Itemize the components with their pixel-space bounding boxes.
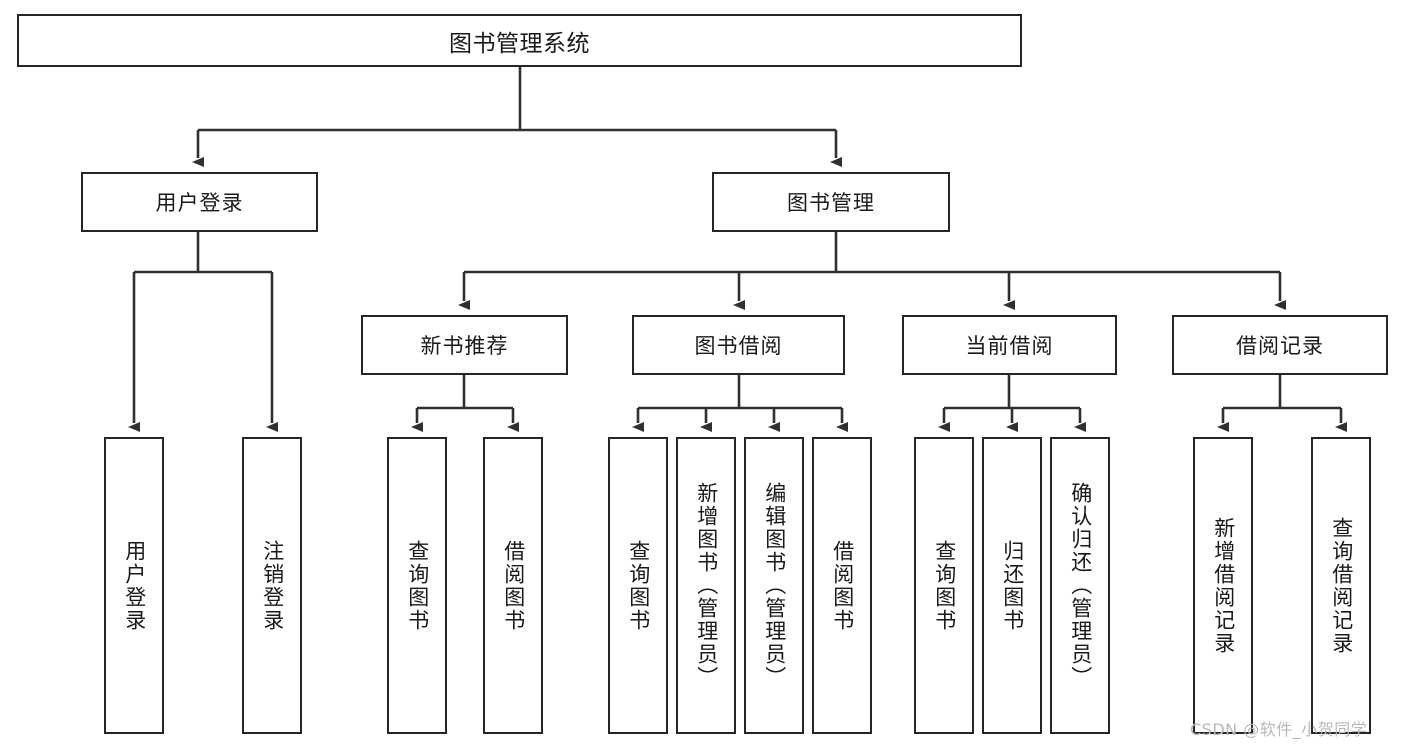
node-label: 查询借阅记录 — [1329, 516, 1354, 655]
node-label: 借阅图书 — [501, 539, 526, 632]
node-label: 查询图书 — [932, 539, 957, 632]
node-leaf-query-borrow-record[interactable]: 查询借阅记录 — [1311, 437, 1371, 734]
node-label: 图书管理系统 — [449, 30, 590, 57]
node-root-book-management-system[interactable]: 图书管理系统 — [17, 14, 1022, 67]
node-label: 用户登录 — [122, 539, 147, 632]
node-book-borrow[interactable]: 图书借阅 — [632, 315, 845, 375]
node-label: 借阅记录 — [1236, 334, 1324, 358]
node-label: 确认归还（管理员） — [1068, 482, 1093, 689]
node-borrow-record[interactable]: 借阅记录 — [1172, 315, 1388, 375]
node-label: 查询图书 — [626, 539, 651, 632]
node-label: 借阅图书 — [830, 539, 855, 632]
node-label: 图书管理 — [787, 191, 875, 215]
node-leaf-return-book[interactable]: 归还图书 — [982, 437, 1042, 734]
node-leaf-add-borrow-record[interactable]: 新增借阅记录 — [1193, 437, 1253, 734]
node-leaf-add-book-admin[interactable]: 新增图书（管理员） — [676, 437, 736, 734]
node-label: 新增借阅记录 — [1211, 516, 1236, 655]
node-label: 注销登录 — [260, 539, 285, 632]
node-label: 用户登录 — [155, 191, 244, 215]
node-label: 新增图书（管理员） — [694, 482, 719, 689]
watermark-text: CSDN @软件_小贺同学 — [1190, 720, 1368, 739]
node-new-book-recommend[interactable]: 新书推荐 — [361, 315, 568, 375]
node-leaf-query-book-borrow[interactable]: 查询图书 — [608, 437, 668, 734]
node-label: 当前借阅 — [965, 334, 1054, 358]
node-label: 新书推荐 — [420, 334, 509, 358]
node-leaf-query-book-current[interactable]: 查询图书 — [914, 437, 974, 734]
node-leaf-logout[interactable]: 注销登录 — [242, 437, 302, 734]
node-label: 归还图书 — [1000, 539, 1025, 632]
node-leaf-query-book-recommend[interactable]: 查询图书 — [387, 437, 447, 734]
node-label: 图书借阅 — [694, 334, 783, 358]
node-current-borrow[interactable]: 当前借阅 — [902, 315, 1117, 375]
node-book-management[interactable]: 图书管理 — [712, 172, 950, 232]
node-leaf-confirm-return-admin[interactable]: 确认归还（管理员） — [1050, 437, 1110, 734]
node-leaf-user-login[interactable]: 用户登录 — [104, 437, 164, 734]
node-leaf-borrow-book[interactable]: 借阅图书 — [812, 437, 872, 734]
node-label: 编辑图书（管理员） — [762, 482, 787, 689]
node-leaf-edit-book-admin[interactable]: 编辑图书（管理员） — [744, 437, 804, 734]
node-label: 查询图书 — [405, 539, 430, 632]
node-user-login[interactable]: 用户登录 — [81, 172, 318, 232]
node-leaf-borrow-book-recommend[interactable]: 借阅图书 — [483, 437, 543, 734]
